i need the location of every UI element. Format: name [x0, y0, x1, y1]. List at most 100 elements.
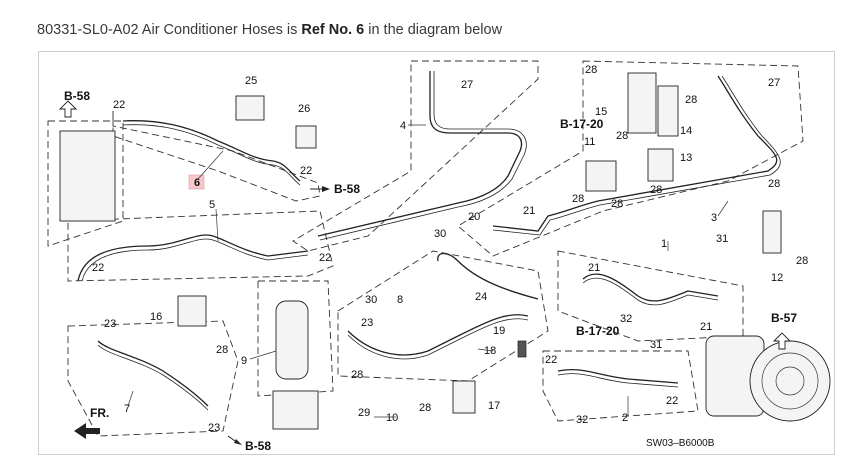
ref-22[interactable]: 22: [300, 165, 312, 177]
ref-29[interactable]: 29: [358, 407, 370, 419]
pipe-7[interactable]: [97, 340, 209, 407]
ref-11[interactable]: 11: [584, 136, 595, 148]
ref-28[interactable]: 28: [585, 64, 597, 76]
ref-15[interactable]: 15: [595, 106, 607, 118]
bracket-14[interactable]: [657, 85, 679, 137]
ref-30[interactable]: 30: [365, 294, 377, 306]
ref-28[interactable]: 28: [351, 369, 363, 381]
ref-28[interactable]: 28: [685, 94, 697, 106]
group-6-outline: [112, 111, 321, 202]
hose-3[interactable]: [492, 75, 778, 232]
part-number: 80331-SL0-A02: [37, 22, 139, 38]
ref-9[interactable]: 9: [241, 355, 247, 367]
ref-22[interactable]: 22: [545, 354, 557, 366]
ref-17[interactable]: 17: [488, 400, 500, 412]
caption-middle: Air Conditioner Hoses is: [138, 22, 302, 38]
receiver-bracket[interactable]: [272, 390, 319, 430]
ref-21[interactable]: 21: [588, 262, 600, 274]
arrow-right-icon: [322, 186, 330, 192]
front-arrow-icon: [74, 423, 100, 439]
arrow-up-icon: [58, 100, 78, 118]
bracket-15[interactable]: [627, 72, 657, 134]
ref-20[interactable]: 20: [468, 211, 480, 223]
ref-b58-bottom[interactable]: B-58: [245, 439, 271, 453]
ref-7[interactable]: 7: [124, 403, 130, 415]
ref-21[interactable]: 21: [700, 321, 712, 333]
ref-22[interactable]: 22: [319, 252, 331, 264]
ref-22[interactable]: 22: [666, 395, 678, 407]
ref-22[interactable]: 22: [113, 99, 125, 111]
hose-2[interactable]: [557, 368, 679, 384]
ref-28[interactable]: 28: [419, 402, 431, 414]
ref-14[interactable]: 14: [680, 125, 692, 137]
ref-6-label[interactable]: 6: [194, 177, 200, 189]
ref-23[interactable]: 23: [104, 318, 116, 330]
ref-4[interactable]: 4: [400, 120, 406, 132]
ref-10[interactable]: 10: [386, 412, 398, 424]
ref-32[interactable]: 32: [576, 414, 588, 426]
ref-23[interactable]: 23: [361, 317, 373, 329]
ref-5[interactable]: 5: [209, 199, 215, 211]
hose-4[interactable]: [317, 71, 523, 237]
ref-28[interactable]: 28: [572, 193, 584, 205]
caption-end: in the diagram below: [364, 22, 503, 38]
ref-24[interactable]: 24: [475, 291, 487, 303]
hose-5[interactable]: [77, 234, 309, 282]
ref-b58-mid[interactable]: B-58: [334, 182, 360, 196]
ref-2[interactable]: 2: [622, 412, 628, 424]
ref-8[interactable]: 8: [397, 294, 403, 306]
bracket-12[interactable]: [762, 210, 782, 254]
bracket-16[interactable]: [177, 295, 207, 327]
ref-28[interactable]: 28: [616, 130, 628, 142]
clip-26[interactable]: [295, 125, 317, 149]
ref-27[interactable]: 27: [768, 77, 780, 89]
ref-16[interactable]: 16: [150, 311, 162, 323]
hose-8[interactable]: [347, 314, 529, 356]
ref-19[interactable]: 19: [493, 325, 505, 337]
clip-25[interactable]: [235, 95, 265, 121]
ref-b58-top[interactable]: B-58: [64, 89, 90, 103]
ref-25[interactable]: 25: [245, 75, 257, 87]
page-caption: 80331-SL0-A02 Air Conditioner Hoses is R…: [37, 22, 502, 38]
hose-6[interactable]: [122, 120, 301, 182]
condenser-outline: [47, 120, 124, 247]
arrow-right-icon: [234, 439, 242, 445]
group-4-outline: [292, 60, 539, 252]
ref-18[interactable]: 18: [484, 345, 496, 357]
ref-30[interactable]: 30: [434, 228, 446, 240]
bracket-13[interactable]: [647, 148, 674, 182]
group-1-outline: [557, 250, 744, 342]
receiver-dryer[interactable]: [275, 300, 309, 380]
receiver-outline: [257, 280, 334, 397]
bracket-17[interactable]: [452, 380, 476, 414]
ref-23[interactable]: 23: [208, 422, 220, 434]
condenser[interactable]: [59, 130, 116, 222]
ref-12[interactable]: 12: [771, 272, 783, 284]
ref-32[interactable]: 32: [620, 313, 632, 325]
ref-28[interactable]: 28: [611, 198, 623, 210]
arrow-up-icon: [772, 332, 792, 350]
ref-28[interactable]: 28: [650, 184, 662, 196]
ref-28[interactable]: 28: [216, 344, 228, 356]
ref-27[interactable]: 27: [461, 79, 473, 91]
ref-b1720-top[interactable]: B-17-20: [560, 117, 604, 131]
ref-21[interactable]: 21: [523, 205, 535, 217]
ref-b1720-mid[interactable]: B-17-20: [576, 324, 620, 338]
ref-31[interactable]: 31: [716, 233, 728, 245]
hose-1[interactable]: [582, 273, 719, 302]
sensor-18[interactable]: [517, 340, 527, 358]
bracket-11[interactable]: [585, 160, 617, 192]
ref-13[interactable]: 13: [680, 152, 692, 164]
group-5-outline: [67, 210, 334, 282]
ref-31[interactable]: 31: [650, 339, 662, 351]
ref-1[interactable]: 1: [661, 238, 667, 250]
ref-26[interactable]: 26: [298, 103, 310, 115]
ref-22[interactable]: 22: [92, 262, 104, 274]
ref-3[interactable]: 3: [711, 212, 717, 224]
ref-b57[interactable]: B-57: [771, 311, 797, 325]
pipe-24[interactable]: [437, 252, 539, 300]
parts-diagram[interactable]: B-58 B-58 B-58 B-17-20 B-17-20 B-57 FR. …: [38, 51, 835, 455]
ref-6-highlight[interactable]: [188, 174, 205, 190]
ref-28[interactable]: 28: [796, 255, 808, 267]
ref-28[interactable]: 28: [768, 178, 780, 190]
